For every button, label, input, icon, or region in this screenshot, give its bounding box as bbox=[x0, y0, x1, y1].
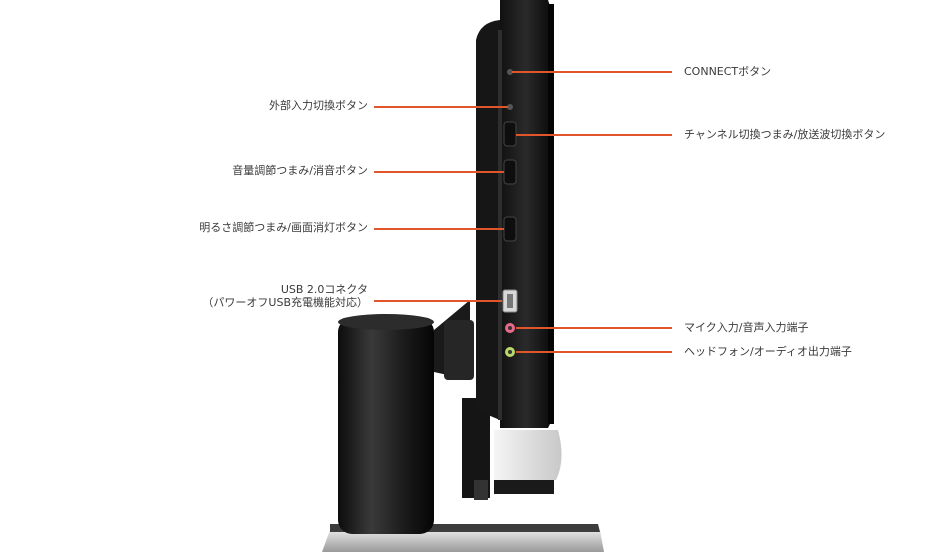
mic-leader-line bbox=[516, 327, 672, 329]
connect-button[interactable] bbox=[507, 69, 513, 75]
usb-port[interactable] bbox=[502, 289, 518, 313]
stand-hinge bbox=[434, 300, 474, 380]
connect-leader-line bbox=[512, 71, 672, 73]
volume-leader-line bbox=[374, 171, 504, 173]
usb-leader-line bbox=[374, 300, 502, 302]
headphone-jack[interactable] bbox=[505, 347, 515, 357]
channel-label: チャンネル切換つまみ/放送波切換ボタン bbox=[684, 128, 886, 141]
volume-label: 音量調節つまみ/消音ボタン bbox=[232, 164, 368, 177]
brightness-label: 明るさ調節つまみ/画面消灯ボタン bbox=[199, 221, 368, 234]
headphone-label: ヘッドフォン/オーディオ出力端子 bbox=[684, 345, 852, 358]
volume-knob[interactable] bbox=[503, 159, 517, 185]
rear-bracket bbox=[462, 398, 490, 500]
mic-jack[interactable] bbox=[505, 323, 515, 333]
panel-foot bbox=[494, 430, 562, 494]
usb-label-line1: USB 2.0コネクタ bbox=[280, 283, 368, 296]
channel-leader-line bbox=[516, 134, 672, 136]
brightness-leader-line bbox=[374, 228, 504, 230]
input-switch-button[interactable] bbox=[507, 104, 513, 110]
usb-label-line2: （パワーオフUSB充電機能対応） bbox=[202, 296, 368, 309]
mic-label: マイク入力/音声入力端子 bbox=[684, 321, 809, 334]
monitor-panel bbox=[476, 0, 554, 428]
headphone-leader-line bbox=[516, 351, 672, 353]
channel-knob[interactable] bbox=[503, 121, 517, 147]
brightness-knob[interactable] bbox=[503, 216, 517, 242]
connect-label: CONNECTボタン bbox=[684, 65, 772, 78]
stand-cylinder bbox=[338, 314, 434, 534]
input-switch-leader-line bbox=[374, 106, 508, 108]
input-switch-label: 外部入力切換ボタン bbox=[269, 99, 368, 112]
